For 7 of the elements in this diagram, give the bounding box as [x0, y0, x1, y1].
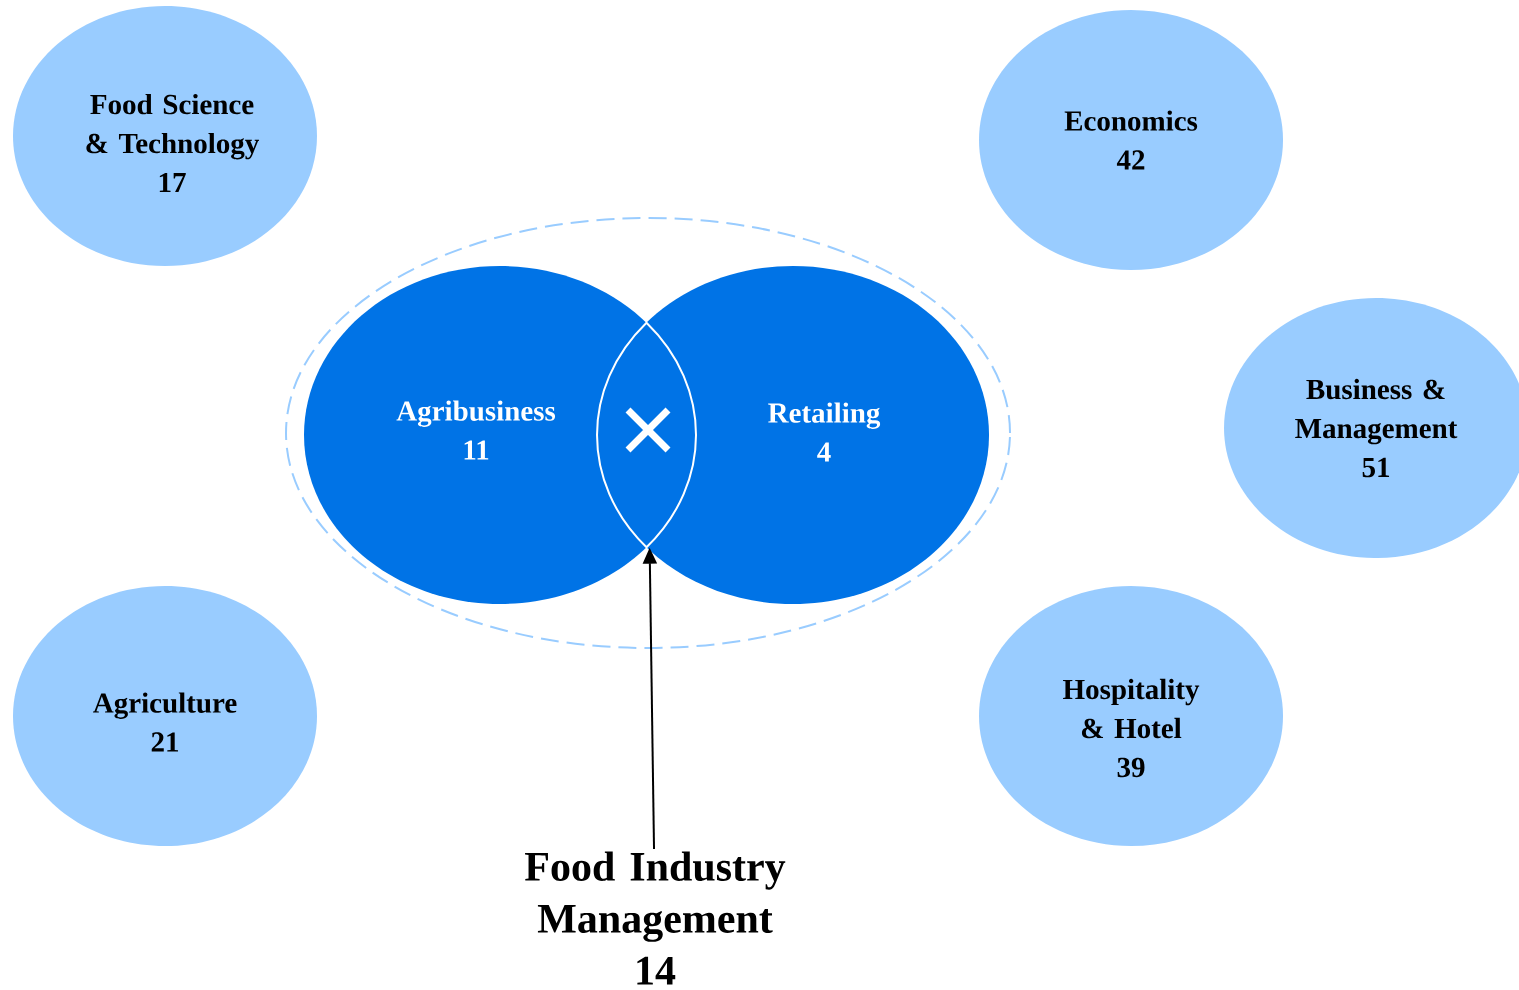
caption-text: Food Industry Management 14 — [525, 851, 786, 985]
overlap-region — [596, 321, 697, 549]
node-label: 4 — [817, 442, 831, 462]
node-label: 11 — [464, 440, 489, 460]
node-label: Retailing — [768, 402, 881, 429]
node-label: Agribusiness — [396, 400, 556, 427]
dashed-ellipse — [285, 217, 1011, 649]
